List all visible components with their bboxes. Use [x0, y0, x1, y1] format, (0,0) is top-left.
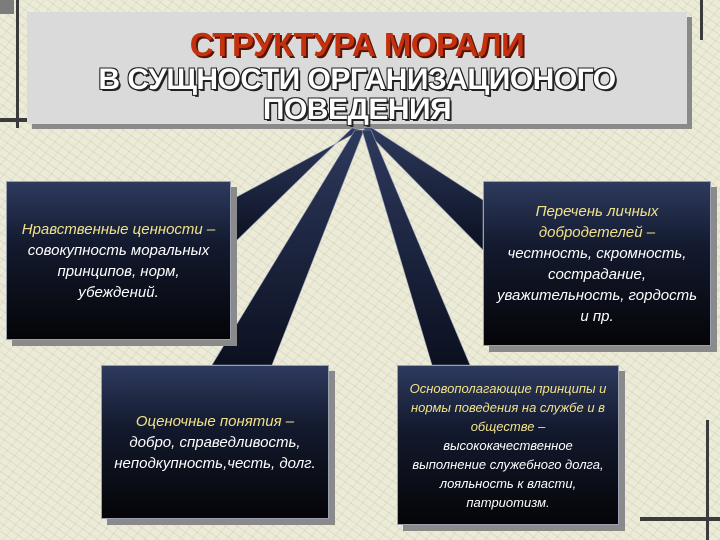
title-main: СТРУКТУРА МОРАЛИ: [189, 26, 525, 63]
frame-bar-left: [16, 0, 19, 128]
title-panel: СТРУКТУРА МОРАЛИ В СУЩНОСТИ ОРГАНИЗАЦИОН…: [27, 12, 687, 126]
frame-bar-top-left: [0, 118, 30, 122]
frame-bar-bottom-right: [640, 517, 720, 521]
frame-bar-bottom-right-vertical: [706, 420, 709, 540]
box-moral-values-lead: Нравственные ценности –: [21, 220, 216, 238]
box-fundamental-principles-lead: Основополагающие принципы и нормы поведе…: [409, 380, 607, 434]
box-evaluative-concepts: Оценочные понятия – добро, справедливост…: [101, 365, 329, 519]
title-sub-line-2: ПОВЕДЕНИЯ: [262, 93, 452, 126]
box-moral-values-body: совокупность моральных принципов, норм, …: [27, 241, 210, 301]
box-personal-virtues: Перечень личных добродетелей – честность…: [483, 181, 711, 346]
box-personal-virtues-lead: Перечень личных добродетелей –: [535, 202, 659, 241]
box-evaluative-concepts-body: добро, справедливость, неподкупность,чес…: [114, 433, 316, 472]
box-fundamental-principles: Основополагающие принципы и нормы поведе…: [397, 365, 619, 525]
connector-to-values: [230, 127, 362, 247]
box-personal-virtues-body: честность, скромность, сострадание, уваж…: [497, 244, 697, 325]
frame-bar-right: [700, 0, 703, 40]
title-sub-line-1: В СУЩНОСТИ ОРГАНИЗАЦИОНОГО: [98, 63, 616, 96]
box-moral-values: Нравственные ценности – совокупность мор…: [6, 181, 231, 340]
frame-square-top-left: [0, 0, 14, 14]
box-evaluative-concepts-lead: Оценочные понятия –: [135, 412, 295, 430]
connector-to-concepts: [211, 129, 365, 366]
box-fundamental-principles-body: высококачественное выполнение служебного…: [412, 437, 604, 510]
